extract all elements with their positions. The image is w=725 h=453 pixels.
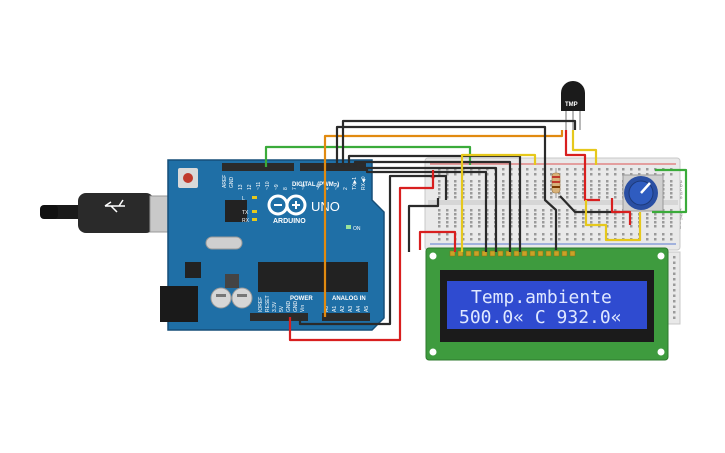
row-label: b	[680, 183, 683, 188]
wire-black-pot	[559, 195, 620, 214]
row-label: d	[680, 191, 683, 196]
digital-pin-label: ~9	[274, 184, 280, 190]
knob-indicator-icon	[640, 182, 651, 194]
power-pin-label: 5V	[279, 305, 285, 312]
wire-black-5	[359, 166, 498, 252]
led-rx-label: RX	[242, 218, 250, 224]
wire-green-pot	[652, 168, 688, 214]
wire-red-lcd	[418, 230, 457, 252]
wire-black-gnd	[298, 174, 448, 326]
digital-pin-label: TX▶1	[352, 177, 358, 190]
led-l-label: L	[242, 196, 245, 202]
power-pin-label: GND	[293, 301, 299, 313]
row-label: j	[679, 224, 681, 229]
analog-header[interactable]	[322, 313, 370, 321]
power-label: POWER	[290, 296, 313, 302]
wire-red-pot	[610, 198, 632, 225]
digital-pin-label: 12	[247, 184, 253, 190]
usb-cable	[40, 193, 185, 233]
analog-pin-label: A3	[348, 306, 354, 312]
brand-label: ARDUINO	[273, 218, 306, 225]
gnd-label: GND	[229, 177, 235, 189]
digital-pin-label: 4	[325, 187, 331, 190]
lcd-header-pins[interactable]	[449, 250, 576, 257]
arduino-board: ARDUINO UNO DIGITAL (PWM~) POWER ANALOG …	[160, 159, 385, 331]
power-pin-label: RESET	[265, 295, 271, 312]
power-pin-label: IOREF	[258, 297, 264, 312]
digital-pin-label: RX◀0	[361, 176, 367, 190]
digital-pin-label: ~3	[334, 184, 340, 190]
wire-yellow-2	[584, 200, 642, 242]
on-led-label: ON	[353, 226, 361, 232]
lcd-screen	[447, 281, 647, 329]
row-label: f	[680, 208, 682, 213]
digital-pin-label: 7	[292, 187, 298, 190]
analog-pin-label: A2	[340, 306, 346, 312]
wire-red-sensor	[564, 130, 600, 202]
power-header[interactable]	[250, 313, 308, 321]
led-tx-label: TX	[242, 210, 249, 216]
digital-pin-label: 2	[343, 187, 349, 190]
row-label: h	[680, 216, 683, 221]
wire-black-4	[353, 160, 512, 252]
potentiometer[interactable]	[622, 174, 664, 212]
row-label: g	[680, 212, 683, 217]
wire-yellow-1	[460, 153, 537, 252]
digital-header-right[interactable]	[300, 163, 366, 171]
temperature-sensor[interactable]: TMP	[561, 81, 585, 130]
wires[interactable]	[264, 119, 688, 342]
row-label: a	[680, 179, 683, 184]
sensor-label: TMP	[565, 102, 578, 108]
power-pin-label: Vin	[300, 305, 306, 312]
wire-orange	[323, 130, 564, 317]
capacitor	[210, 287, 232, 309]
row-label: i	[680, 220, 681, 225]
analog-label: ANALOG IN	[332, 296, 366, 302]
digital-pin-label: 13	[238, 184, 244, 190]
wire-black-1	[335, 125, 558, 250]
digital-pin-label: ~6	[301, 184, 307, 190]
digital-pin-label: 8	[283, 187, 289, 190]
power-pin-label: GND	[286, 301, 292, 313]
wire-black-6	[365, 167, 488, 252]
lcd-module: Temp.ambiente 500.0« C 932.0«	[425, 247, 669, 361]
wire-black-2	[341, 119, 577, 167]
lcd-line-2: 500.0« C 932.0«	[459, 307, 622, 328]
analog-pin-label: A5	[364, 306, 370, 312]
wire-black-3	[347, 154, 522, 252]
lcd-line-1: Temp.ambiente	[471, 287, 612, 308]
power-jack	[160, 286, 198, 322]
digital-pin-label: ~10	[265, 181, 271, 190]
analog-pin-label: A4	[356, 306, 362, 312]
digital-header-left[interactable]	[222, 163, 294, 171]
wire-black-gnd-2	[407, 198, 440, 252]
aref-label: AREF	[222, 175, 228, 188]
arduino-logo-icon	[267, 194, 307, 216]
analog-pin-label: A1	[332, 306, 338, 312]
resistor[interactable]	[551, 168, 561, 198]
on-led	[346, 225, 351, 229]
power-pin-label: 3.3V	[272, 301, 278, 312]
row-label: e	[680, 195, 683, 200]
analog-pin-label: A0	[324, 306, 330, 312]
wire-red-5v	[288, 170, 435, 342]
row-label: c	[680, 187, 682, 192]
wire-yellow-sensor	[571, 130, 598, 165]
digital-pin-label: ~11	[256, 182, 262, 190]
crystal	[205, 236, 243, 250]
digital-pin-label: ~5	[316, 184, 322, 190]
digital-label: DIGITAL (PWM~)	[292, 182, 339, 188]
capacitor	[231, 287, 253, 309]
atmega-chip	[258, 262, 368, 292]
